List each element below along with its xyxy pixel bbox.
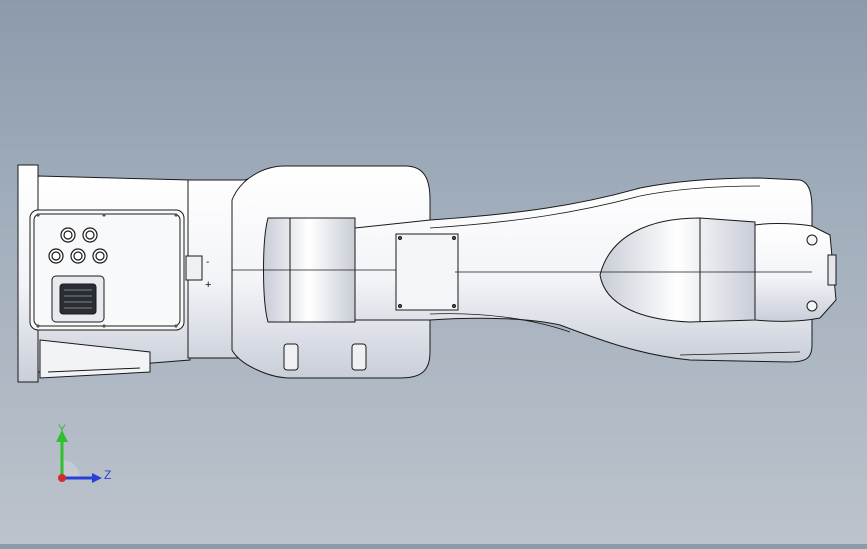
- z-axis-label: Z: [104, 468, 112, 482]
- axis-triad: Y Z: [40, 420, 130, 500]
- power-connector: [185, 255, 203, 281]
- connector-port: [92, 248, 108, 264]
- connector-port: [48, 248, 64, 264]
- connector-plus-label: +: [205, 279, 211, 291]
- y-axis-label: Y: [58, 422, 67, 436]
- origin-point: [58, 474, 66, 482]
- cable-duct: [39, 339, 151, 379]
- connector-port: [70, 248, 86, 264]
- arm-cutout: [599, 217, 756, 323]
- connector-port: [82, 227, 98, 243]
- connector-minus-label: -: [206, 257, 209, 268]
- wrist-bolt: [806, 300, 818, 312]
- elbow-cover-plate: [395, 233, 459, 311]
- multi-pin-connector: [51, 275, 105, 323]
- wrist-bolt: [806, 234, 818, 246]
- connector-port: [60, 227, 76, 243]
